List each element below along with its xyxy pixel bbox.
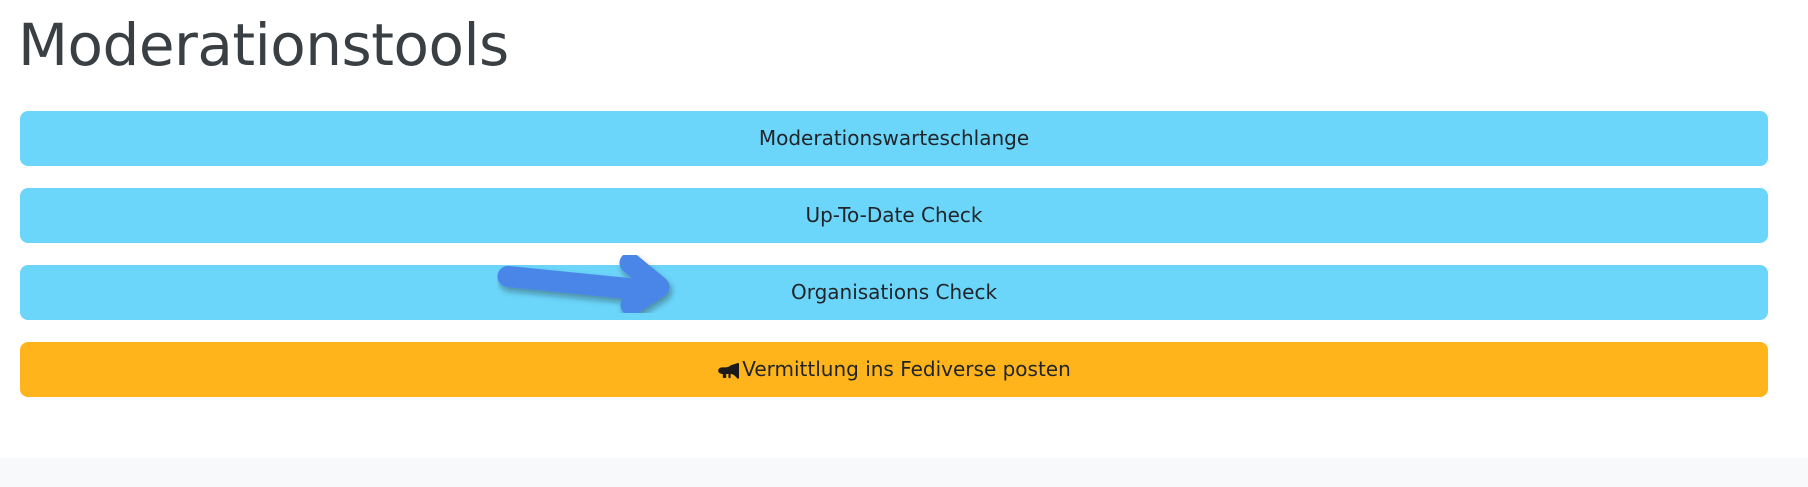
organisations-check-button[interactable]: Organisations Check [20, 265, 1768, 320]
moderation-tools-button-list: Moderationswarteschlange Up-To-Date Chec… [20, 111, 1768, 397]
button-content: Up-To-Date Check [805, 188, 982, 243]
button-content: Vermittlung ins Fediverse posten [717, 342, 1071, 397]
bullhorn-icon [717, 362, 740, 382]
button-content: Organisations Check [791, 265, 997, 320]
up-to-date-check-button[interactable]: Up-To-Date Check [20, 188, 1768, 243]
organisations-check-button-label: Organisations Check [790, 280, 998, 304]
moderation-queue-button[interactable]: Moderationswarteschlange [20, 111, 1768, 166]
button-content: Moderationswarteschlange [759, 111, 1029, 166]
post-to-fediverse-button-label: Vermittlung ins Fediverse posten [742, 357, 1071, 381]
up-to-date-check-button-label: Up-To-Date Check [805, 203, 983, 227]
bottom-strip [0, 458, 1808, 487]
page-title: Moderationstools [18, 11, 509, 79]
moderation-queue-button-label: Moderationswarteschlange [758, 126, 1030, 150]
post-to-fediverse-button[interactable]: Vermittlung ins Fediverse posten [20, 342, 1768, 397]
